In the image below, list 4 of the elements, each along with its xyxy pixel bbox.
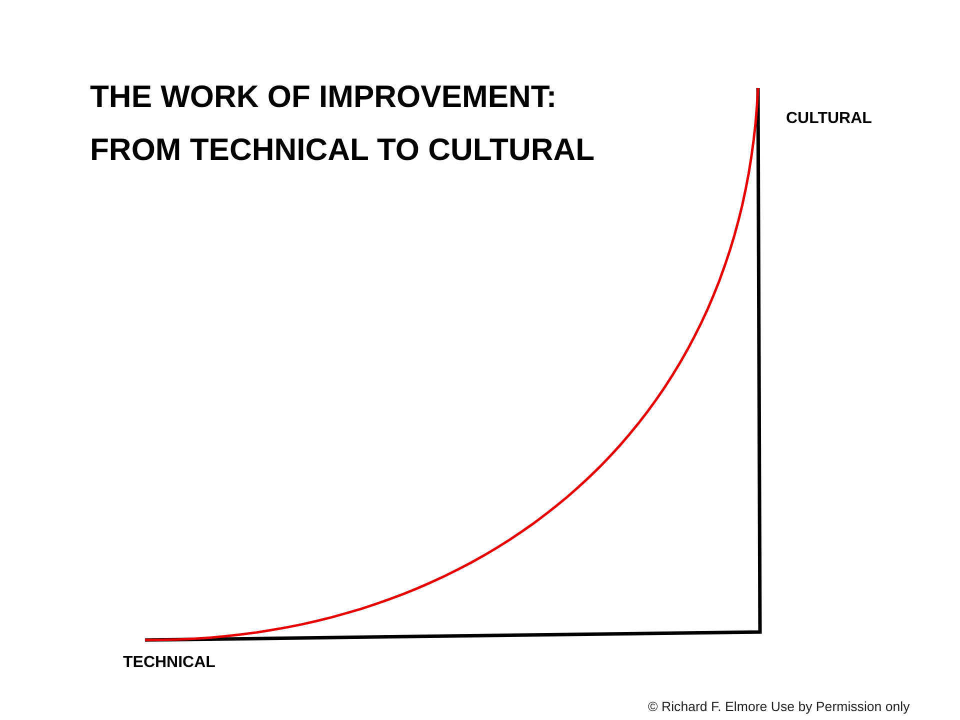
- axis-label: TECHNICAL: [123, 653, 216, 672]
- copyright-note: © Richard F. Elmore Use by Permission only: [648, 699, 910, 715]
- slide-title: THE WORK OF IMPROVEMENT: FROM TECHNICAL TO CULTURAL: [90, 78, 596, 169]
- axis-label: CULTURAL: [786, 109, 872, 128]
